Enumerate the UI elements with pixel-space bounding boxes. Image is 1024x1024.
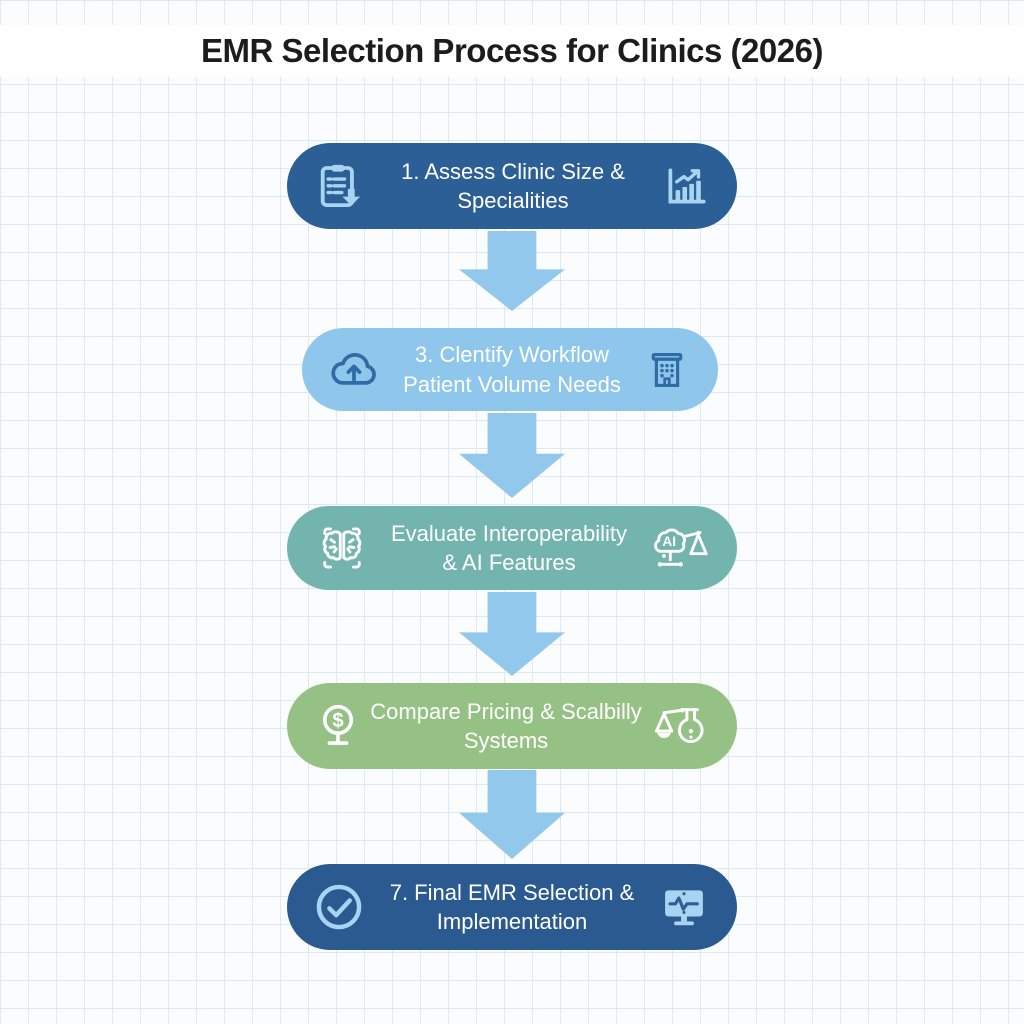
step-label: Evaluate Interoperability & AI Features <box>390 520 628 575</box>
step-pill-identify-workflow: 3. Clentify Workflow Patient Volume Need… <box>302 328 718 411</box>
monitor-pulse-icon <box>657 880 711 934</box>
step-label: 7. Final EMR Selection & Implementation <box>389 879 635 934</box>
title-band: EMR Selection Process for Clinics (2026) <box>0 25 1024 77</box>
step-pill-compare-pricing: $ Compare Pricing & Scalbilly Systems <box>287 683 737 769</box>
flow-arrow-down <box>459 231 565 311</box>
check-circle-icon <box>311 879 367 935</box>
flow-arrow-down <box>459 592 565 676</box>
cloud-upload-icon <box>326 342 382 398</box>
step-label: 3. Clentify Workflow Patient Volume Need… <box>403 342 621 397</box>
dollar-sign-stand-icon: $ <box>311 699 365 753</box>
step-label: 1. Assess Clinic Size & Specialities <box>401 158 625 213</box>
brain-scan-icon <box>311 520 373 576</box>
step-label: Compare Pricing & Scalbilly Systems <box>370 698 642 753</box>
bar-chart-growth-icon <box>661 161 711 211</box>
page-title: EMR Selection Process for Clinics (2026) <box>201 32 823 69</box>
flow-arrow-down <box>459 770 565 859</box>
svg-text:AI: AI <box>662 534 676 549</box>
step-pill-final-selection: 7. Final EMR Selection & Implementation <box>287 864 737 950</box>
svg-text:$: $ <box>332 710 343 732</box>
flow-arrow-down <box>459 413 565 498</box>
step-pill-evaluate-interoperability: Evaluate Interoperability & AI Features … <box>287 506 737 590</box>
scale-flask-icon <box>647 699 711 753</box>
ai-cloud-scale-icon: AI <box>645 521 711 575</box>
step-pill-assess-clinic: 1. Assess Clinic Size & Specialities <box>287 143 737 229</box>
clipboard-checklist-icon <box>311 159 365 213</box>
building-icon <box>642 345 692 395</box>
